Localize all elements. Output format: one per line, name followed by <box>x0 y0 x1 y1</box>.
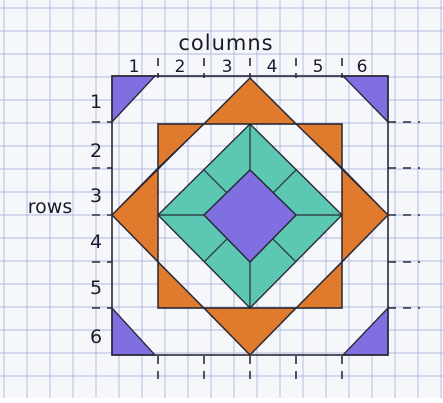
row-number-3: 3 <box>90 185 102 207</box>
row-number-1: 1 <box>90 91 102 113</box>
column-number-5: 5 <box>313 57 324 77</box>
orange-triangle-bottom <box>202 307 298 357</box>
quilt-block <box>111 75 389 357</box>
teal-divider-tr <box>272 169 297 194</box>
teal-divider-br <box>272 238 297 263</box>
orange-triangle-top <box>202 77 298 125</box>
column-number-3: 3 <box>222 57 233 77</box>
row-number-5: 5 <box>90 277 102 299</box>
teal-divider-tl <box>203 169 228 194</box>
row-number-2: 2 <box>90 140 102 162</box>
column-number-6: 6 <box>357 57 368 77</box>
corner-triangle-bottom-right <box>341 306 389 356</box>
columns-title: columns <box>178 31 273 55</box>
rows-title: rows <box>28 196 72 218</box>
dashed-tick-marks <box>92 58 420 386</box>
column-number-2: 2 <box>175 57 186 77</box>
teal-divider-bl <box>203 238 228 263</box>
row-number-4: 4 <box>90 231 102 253</box>
corner-triangle-top-right <box>341 75 389 124</box>
column-number-4: 4 <box>267 57 278 77</box>
corner-triangle-top-left <box>111 75 157 124</box>
corner-triangle-bottom-left <box>111 306 157 356</box>
orange-triangle-right <box>341 166 389 264</box>
row-number-6: 6 <box>90 326 102 348</box>
column-number-1: 1 <box>129 57 140 77</box>
